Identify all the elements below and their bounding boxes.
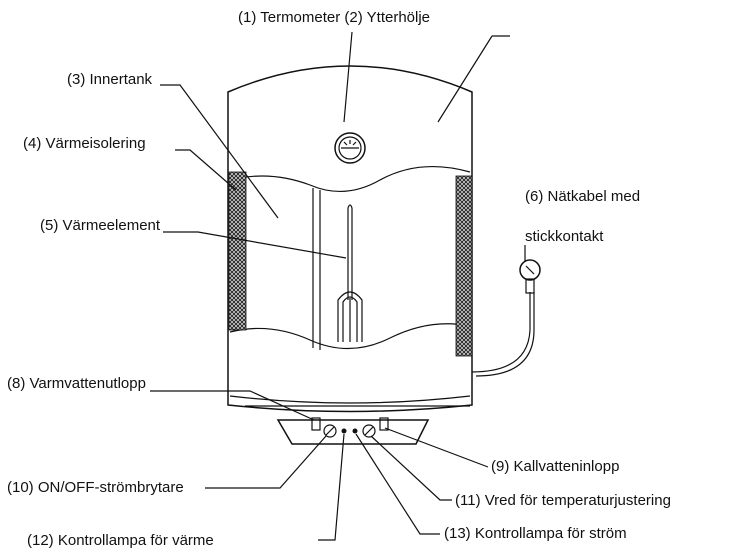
thermometer-icon [334,132,366,164]
label-hot-water-outlet: (8) Varmvattenutlopp [7,375,146,392]
label-thermometer-casing: (1) Termometer (2) Ytterhölje [238,9,430,26]
labels: (1) Termometer (2) Ytterhölje (3) Innert… [7,9,671,549]
power-switch [323,424,337,438]
label-heat-lamp: (12) Kontrollampa för värme [27,532,214,549]
outer-casing [227,65,473,413]
insulation-panels [228,171,473,357]
hot-water-outlet [311,417,321,431]
leader-lines [150,31,526,541]
insulation-right [455,175,473,357]
label-power-lamp: (13) Kontrollampa för ström [444,525,627,542]
power-lamp [352,428,358,434]
cold-water-inlet [379,417,389,431]
label-plug: stickkontakt [525,228,604,245]
label-inner-tank: (3) Innertank [67,71,153,88]
label-insulation: (4) Värmeisolering [23,135,146,152]
power-cable [471,259,541,377]
plug-icon [519,259,541,294]
label-heating-element: (5) Värmeelement [40,217,161,234]
label-temperature-knob: (11) Vred för temperaturjustering [455,492,671,509]
label-cold-water-inlet: (9) Kallvatteninlopp [491,458,619,475]
insulation-left [228,171,247,331]
heat-lamp [341,428,347,434]
inner-rods [312,188,321,350]
temperature-knob [362,424,376,438]
label-power-cable: (6) Nätkabel med [525,188,640,205]
label-power-switch: (10) ON/OFF-strömbrytare [7,479,184,496]
heating-element [337,204,363,342]
